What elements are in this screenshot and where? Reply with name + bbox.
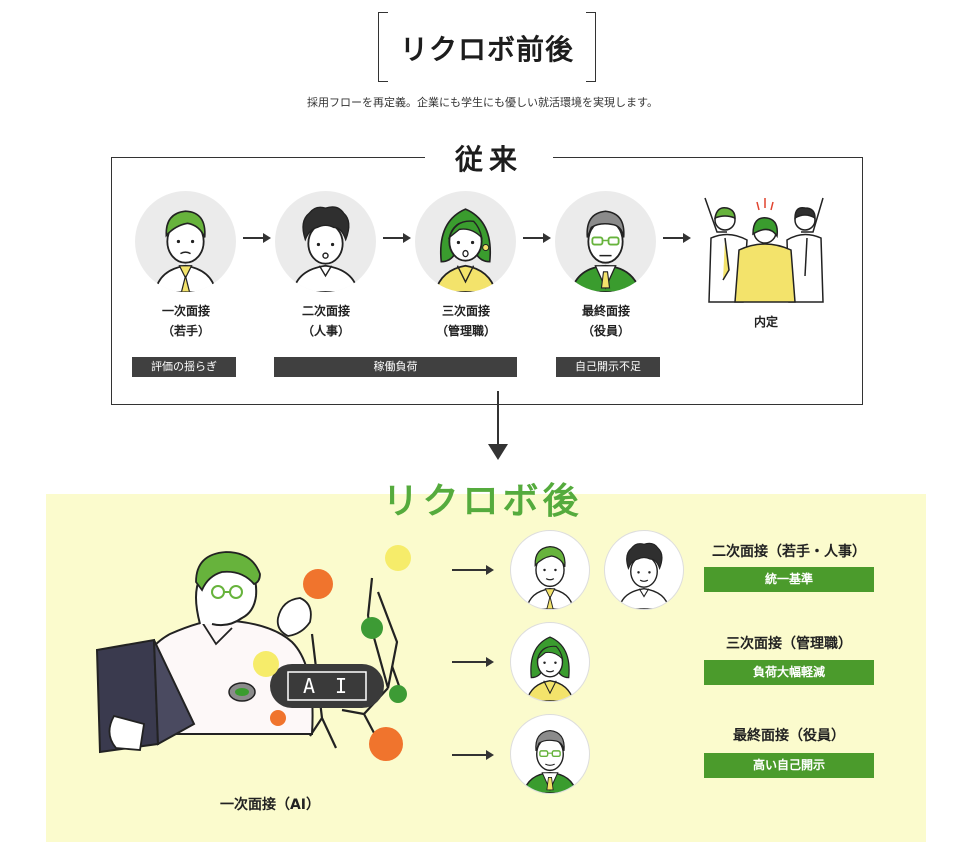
arrow-right-icon — [243, 233, 271, 243]
result-title-2: 三次面接（管理職） — [726, 636, 852, 652]
step-label-2: 二次面接 （人事） — [266, 301, 386, 341]
executive-avatar — [510, 714, 590, 794]
arrow-down-icon — [488, 444, 508, 460]
result-tag-3: 高い自己開示 — [704, 753, 874, 778]
step-5-title: 内定 — [753, 315, 778, 329]
manager-woman-avatar — [510, 622, 590, 702]
result-tag-2: 負荷大幅軽減 — [704, 660, 874, 685]
page-subtitle: 採用フローを再定義。企業にも学生にも優しい就活環境を実現します。 — [307, 96, 658, 109]
step-label-1: 一次面接 （若手） — [126, 301, 246, 341]
result-tag-1: 統一基準 — [704, 567, 874, 592]
bracket-left — [378, 12, 388, 82]
step-4-title: 最終面接 — [581, 304, 630, 318]
hr-man-avatar — [275, 191, 376, 292]
arrow-right-icon — [663, 233, 691, 243]
celebrating-group-illustration — [695, 180, 840, 305]
step-2-title: 二次面接 — [301, 304, 350, 318]
arrow-right-icon — [523, 233, 551, 243]
page-title: リクロボ前後 — [399, 33, 574, 66]
result-title-3: 最終面接（役員） — [733, 728, 845, 744]
result-title-1: 二次面接（若手・人事） — [712, 544, 866, 560]
arrow-right-icon — [452, 657, 494, 667]
arrow-down-line — [497, 391, 499, 446]
step-3-title: 三次面接 — [441, 304, 490, 318]
step-label-5: 内定 — [706, 312, 826, 332]
ai-badge: A I — [302, 674, 352, 698]
arrow-right-icon — [383, 233, 411, 243]
issue-tag-evaluation: 評価の揺らぎ — [132, 357, 236, 377]
arrow-right-icon — [452, 565, 494, 575]
ai-interviewer-illustration: A I — [92, 538, 432, 788]
step-3-role: （管理職） — [435, 324, 496, 338]
arrow-right-icon — [452, 750, 494, 760]
young-man-avatar — [135, 191, 236, 292]
step-1-role: （若手） — [161, 324, 210, 338]
hero-label: 一次面接（AI） — [219, 797, 321, 813]
after-label: リクロボ後 — [382, 481, 583, 522]
executive-avatar — [555, 191, 656, 292]
issue-tag-self-disclosure: 自己開示不足 — [556, 357, 660, 377]
step-label-4: 最終面接 （役員） — [546, 301, 666, 341]
step-1-title: 一次面接 — [161, 304, 210, 318]
before-label: 従来 — [425, 138, 553, 178]
hr-man-avatar — [604, 530, 684, 610]
issue-tag-workload: 稼働負荷 — [274, 357, 517, 377]
step-2-role: （人事） — [301, 324, 350, 338]
title-frame: リクロボ前後 — [378, 12, 596, 82]
young-man-avatar — [510, 530, 590, 610]
step-label-3: 三次面接 （管理職） — [406, 301, 526, 341]
step-4-role: （役員） — [581, 324, 630, 338]
manager-woman-avatar — [415, 191, 516, 292]
bracket-right — [586, 12, 596, 82]
